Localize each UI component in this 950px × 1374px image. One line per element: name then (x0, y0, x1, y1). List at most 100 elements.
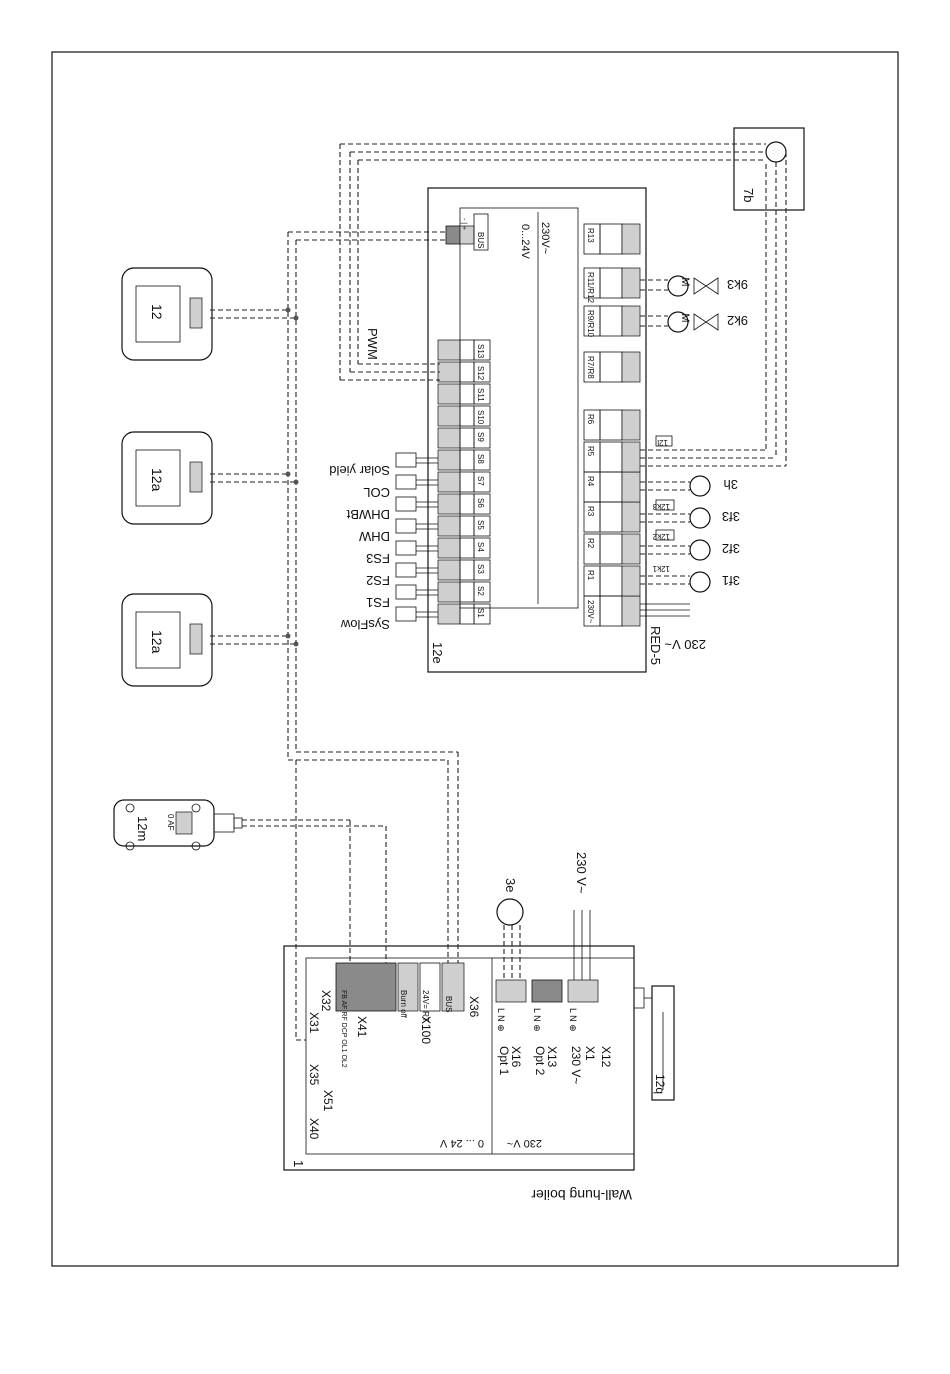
sensor-12k2-label: 12k2 (652, 532, 670, 541)
remote-unit-label: 12a (149, 468, 165, 492)
red-model-label: RED-5 (648, 626, 663, 665)
supply-230-red-label: 230 V~ (664, 637, 706, 652)
x1-connector (567, 979, 599, 1003)
terminal-7b-label: 7b (741, 188, 756, 202)
x12-label: X12 (599, 1046, 613, 1068)
x100-connector: Burn off 24V= RT BUS (397, 962, 465, 1022)
relay-label: R9/R10 (586, 310, 595, 338)
relay-label: R7/R8 (586, 356, 595, 379)
relay-terminal: 230V~ (583, 595, 641, 627)
relay-label: R2 (586, 538, 595, 549)
x16-pins: L N ⊕ (496, 1008, 506, 1032)
s-terminal: S9 (437, 427, 491, 449)
pwm-label: PWM (365, 328, 380, 360)
s-terminal-label: S5 (476, 520, 485, 530)
burn-off-label: Burn off (399, 990, 408, 1019)
s-terminal: S4 (437, 537, 491, 559)
x51-label: X51 (321, 1090, 335, 1112)
x16-label: X16 (509, 1046, 523, 1068)
s-terminal-label: S10 (476, 410, 485, 425)
x35-label: X35 (307, 1064, 321, 1086)
x32-label: X32 (319, 990, 333, 1012)
pwm-wiring: 7b (339, 127, 805, 467)
pump-3h-label: 3h (724, 477, 738, 492)
pump-3e-label: 3e (503, 878, 518, 892)
relay-terminal: R2 (583, 533, 641, 565)
relay-terminal: R4 (583, 471, 641, 503)
s-terminal: S7 (437, 471, 491, 493)
remote-unit-2: 12a (121, 431, 213, 525)
valve-9k2-label: 9k2 (727, 313, 748, 328)
temperature-sensor: FS2 (366, 562, 438, 588)
relay-label: R4 (586, 476, 595, 487)
pump-3e: 3e (496, 878, 524, 980)
sensor-12k1-label: 12k1 (652, 564, 670, 573)
x41-connector: FB AF RF DCP OL1 OL2 (335, 962, 397, 1068)
s-terminal: S2 (437, 581, 491, 603)
s-terminal-label: S7 (476, 476, 485, 486)
x13-label: X13 (545, 1046, 559, 1068)
s-terminal: S3 (437, 559, 491, 581)
pump-3f1-label: 3f1 (722, 573, 740, 588)
wall-hung-boiler: Wall-hung boiler 1 0 ... 24 V 230 V~ FB … (283, 945, 635, 1203)
sensor-12q-label: 12q (653, 1074, 667, 1094)
x16-connector (495, 979, 527, 1003)
red-id-label: 12e (430, 642, 445, 664)
sensor-12l-label: 12l (657, 438, 668, 447)
red-low-voltage-label: 0...24V (519, 224, 531, 260)
sensor-label: Solar yield (329, 463, 390, 478)
bus-wiring (210, 231, 459, 1041)
sensor-12q: 12q (633, 985, 675, 1101)
red-bus-pins: - | + (460, 218, 467, 230)
relay-terminal: R7/R8 (583, 351, 641, 383)
relay-terminal: R9/R10 (583, 305, 641, 338)
rt-24v-label: 24V= RT (421, 990, 430, 1022)
relay-label: R13 (586, 228, 595, 243)
diagram-frame (51, 51, 899, 1267)
relay-terminal: R11/R12 (583, 267, 641, 304)
x1-voltage-label: 230 V~ (569, 1046, 583, 1084)
s-terminal-label: S12 (476, 366, 485, 381)
s-terminal: S13 (437, 339, 491, 361)
sensor-label: DHWBt (346, 507, 390, 522)
s-terminal-label: S9 (476, 432, 485, 442)
red-bus-label: BUS (476, 232, 485, 248)
opt2-label: Opt 2 (533, 1046, 547, 1076)
relay-terminal: R3 (583, 501, 641, 533)
x1-pins: L N ⊕ (568, 1008, 578, 1032)
s-terminal: S12 (437, 361, 491, 383)
temperature-sensor: Solar yield (329, 452, 438, 478)
relay-label: R1 (586, 570, 595, 581)
s-terminal-label: S13 (476, 344, 485, 359)
x1-label: X1 (583, 1046, 597, 1061)
oaf-label: 0 AF (166, 814, 175, 831)
remote-unit-label: 12 (149, 304, 165, 320)
s-terminal: S5 (437, 515, 491, 537)
high-voltage-zone-label: 230 V~ (507, 1137, 542, 1149)
x40-label: X40 (307, 1118, 321, 1140)
s-terminal-label: S11 (476, 388, 485, 402)
relay-outputs: 230 V~ 3f1 3f2 12k2 3f3 12k3 3h 12l 12k1… (640, 275, 748, 652)
x36-label: X36 (467, 996, 481, 1018)
s-terminal-label: S4 (476, 542, 485, 552)
svg-text:M: M (679, 313, 691, 322)
relay-terminal: R13 (583, 223, 641, 255)
relay-label: R3 (586, 506, 595, 517)
s-terminal-label: S6 (476, 498, 485, 508)
temperature-sensor: FS1 (366, 584, 438, 610)
sensor-label: FS2 (366, 573, 390, 588)
temperature-sensor: DHW (358, 518, 438, 544)
opt1-label: Opt 1 (497, 1046, 511, 1076)
temperature-sensor: FS3 (366, 540, 438, 566)
s-terminal-label: S8 (476, 454, 485, 464)
remote-unit-3: 12a (121, 593, 213, 687)
boiler-number: 1 (291, 1160, 306, 1167)
red5-module: 12e RED-5 0...24V 230V~ BUS - | + PWM (365, 187, 663, 673)
remote-unit-1: 12 (121, 267, 213, 361)
relay-label: R11/R12 (586, 272, 595, 304)
s-terminal-label: S1 (476, 608, 485, 618)
temperature-sensor: DHWBt (346, 496, 438, 522)
sensor-label: DHW (358, 529, 390, 544)
s-terminal: S10 (437, 405, 491, 427)
